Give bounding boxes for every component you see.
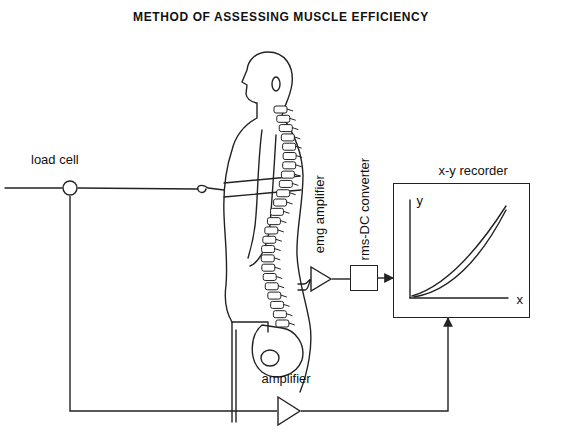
y-axis (409, 200, 410, 298)
vertebra (279, 180, 292, 187)
vertebra (262, 246, 275, 253)
vertebra (276, 320, 289, 327)
vertebra-process (287, 109, 293, 111)
vertebra-process (275, 267, 281, 269)
signal-wire (332, 278, 350, 279)
vertebra-process (289, 323, 295, 325)
vertebra-process (294, 174, 300, 176)
amplifier: amplifier (277, 396, 301, 426)
vertebra-process (292, 128, 298, 130)
emg-amplifier: emg amplifier (310, 266, 332, 292)
vertebra (277, 115, 290, 122)
amplifier-triangle (277, 396, 301, 426)
node-label: rms-DC converter (358, 158, 372, 261)
load-line (5, 188, 198, 189)
arm (248, 130, 276, 266)
axis-label: x (517, 293, 524, 307)
vertebra (265, 283, 278, 290)
vertebra-process (290, 118, 296, 120)
vertebra (281, 171, 294, 178)
node-label: amplifier (262, 372, 311, 386)
harness (224, 176, 301, 197)
vertebra-process (280, 221, 286, 223)
vertebra-process (278, 230, 284, 232)
vertebra (274, 199, 287, 206)
node-label: x-y recorder (439, 164, 508, 178)
amplifier-triangle (310, 266, 332, 292)
vertebra (281, 134, 294, 141)
vertebra-process (276, 239, 282, 241)
vertebra (283, 153, 296, 160)
vertebra-process (290, 193, 296, 195)
vertebra-process (296, 165, 302, 167)
vertebra-process (275, 249, 281, 251)
vertebra (283, 143, 296, 150)
vertebra-process (296, 146, 302, 148)
x-y-recorder: x-y recorderyx (393, 183, 530, 318)
ear (272, 77, 280, 91)
vertebra (263, 273, 276, 280)
vertebra-process (287, 202, 293, 204)
body-outline (224, 52, 311, 392)
load-cell: load cell (62, 180, 78, 196)
vertebra (283, 162, 296, 169)
vertebra (273, 311, 286, 318)
axis-label: y (417, 194, 424, 208)
vertebra-process (284, 304, 290, 306)
vertebra (277, 190, 290, 197)
vertebra (270, 208, 283, 215)
vertebra-process (276, 276, 282, 278)
vertebra-process (278, 286, 284, 288)
vertebra (271, 301, 284, 308)
vertebra (262, 264, 275, 271)
vertebra (265, 227, 278, 234)
vertebra (263, 236, 276, 243)
electrode-wire (298, 279, 312, 290)
node-label: emg amplifier (313, 175, 327, 253)
vertebra-process (292, 183, 298, 185)
vertebra-process (274, 258, 280, 260)
vertebra-process (281, 295, 287, 297)
vertebra-process (296, 156, 302, 158)
vertebra (274, 106, 287, 113)
rms-dc-converter: rms-DC converter (350, 265, 378, 291)
hook (198, 185, 224, 192)
signal-wire (70, 196, 277, 411)
vertebra (267, 218, 280, 225)
node-label: load cell (31, 153, 79, 167)
signal-wire (301, 318, 448, 411)
recorded-curve (412, 206, 506, 297)
load-cell-circle (62, 180, 78, 196)
pelvis (252, 325, 303, 377)
x-axis (410, 297, 508, 298)
vertebra (279, 125, 292, 132)
diagram-title: METHOD OF ASSESSING MUSCLE EFFICIENCY (0, 10, 562, 24)
vertebra-process (286, 314, 292, 316)
vertebra-process (294, 137, 300, 139)
vertebra (261, 255, 274, 262)
vertebra-process (283, 211, 289, 213)
vertebra (268, 292, 281, 299)
pelvis-ring (261, 350, 279, 366)
signal-wire (378, 277, 393, 278)
